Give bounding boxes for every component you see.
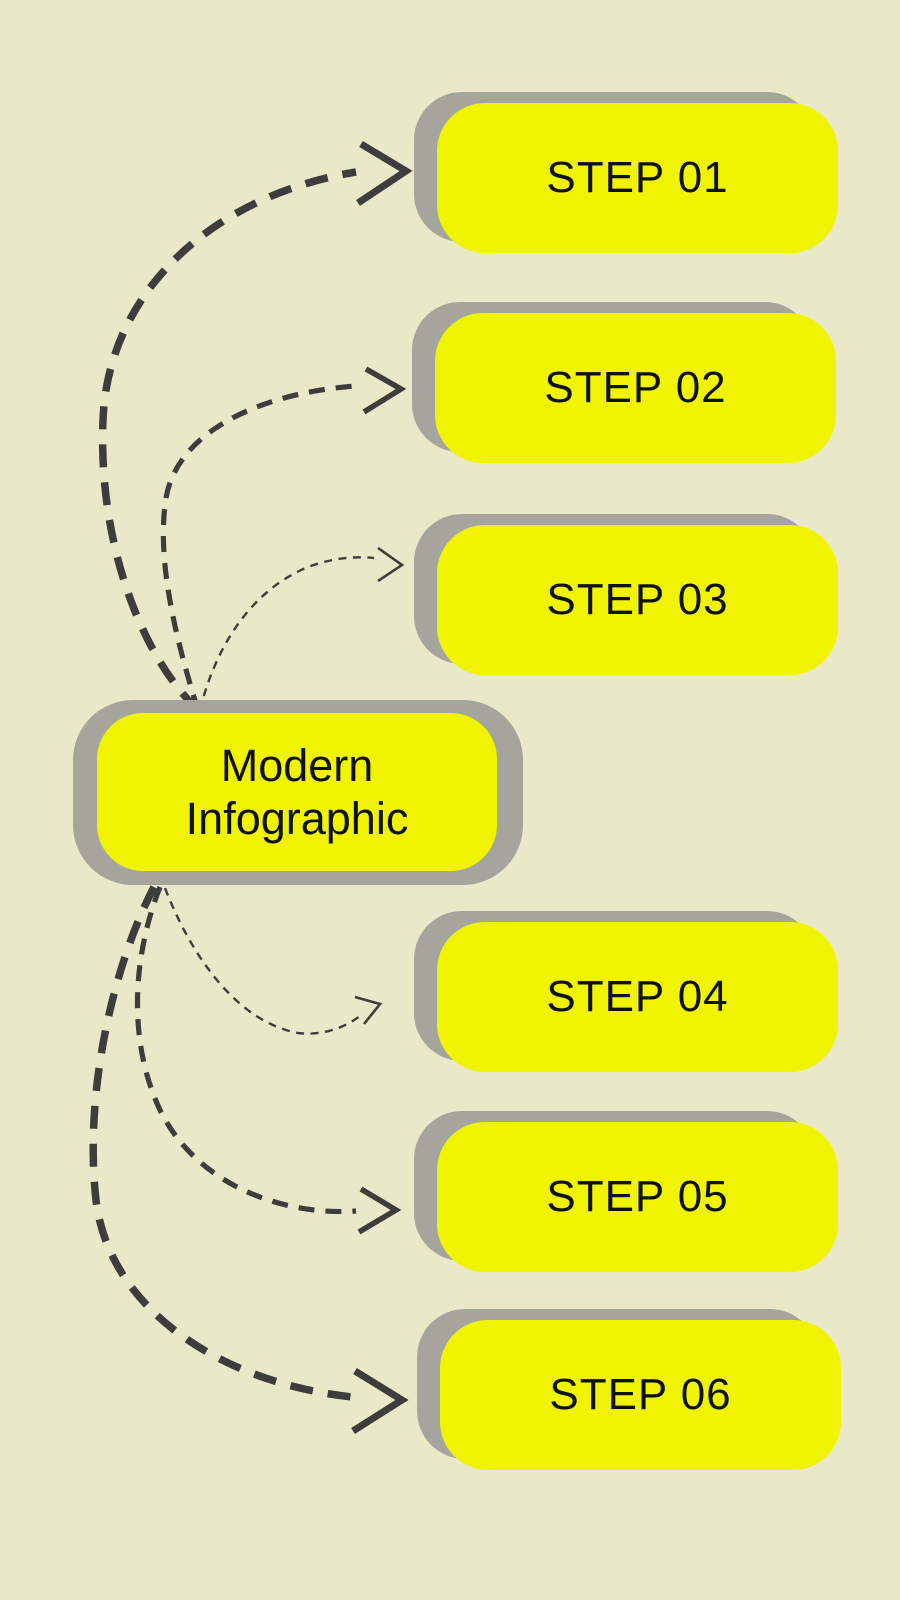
step-box-06: STEP 06 xyxy=(417,1309,841,1470)
step-box-04: STEP 04 xyxy=(414,911,838,1072)
arrow-to-step-03 xyxy=(198,546,405,711)
step-label-06: STEP 06 xyxy=(549,1370,732,1419)
step-box-03-face: STEP 03 xyxy=(437,525,838,675)
arrowhead-icon-step-03 xyxy=(377,546,405,583)
step-box-03: STEP 03 xyxy=(414,514,838,675)
step-box-04-face: STEP 04 xyxy=(437,922,838,1072)
center-node-face: Modern Infographic xyxy=(97,713,497,871)
arrowhead-icon-step-04 xyxy=(354,995,383,1025)
step-label-04: STEP 04 xyxy=(546,972,729,1021)
arrow-curve-step-03 xyxy=(198,556,375,711)
arrow-to-step-05 xyxy=(134,886,402,1235)
arrowhead-icon-step-01 xyxy=(356,140,413,206)
step-box-05-face: STEP 05 xyxy=(437,1122,838,1272)
center-title-line2: Infographic xyxy=(185,793,409,844)
arrow-to-step-06 xyxy=(89,885,409,1434)
step-box-02-face: STEP 02 xyxy=(435,313,836,463)
arrow-to-step-04 xyxy=(163,887,383,1035)
step-label-01: STEP 01 xyxy=(546,153,729,202)
step-label-05: STEP 05 xyxy=(546,1172,729,1221)
center-node: Modern Infographic xyxy=(73,700,523,885)
arrowhead-icon-step-02 xyxy=(362,366,407,415)
center-title-line1: Modern xyxy=(220,739,374,791)
step-label-03: STEP 03 xyxy=(546,575,729,624)
step-box-02: STEP 02 xyxy=(412,302,836,463)
arrow-curve-step-06 xyxy=(89,885,353,1401)
arrow-to-step-02 xyxy=(160,366,407,711)
step-box-06-face: STEP 06 xyxy=(440,1320,841,1470)
step-label-02: STEP 02 xyxy=(544,363,727,412)
arrowhead-icon-step-06 xyxy=(351,1368,409,1434)
arrow-to-step-01 xyxy=(98,140,413,713)
step-box-05: STEP 05 xyxy=(414,1111,838,1272)
arrow-curve-step-02 xyxy=(160,383,357,711)
step-box-01: STEP 01 xyxy=(414,92,838,253)
arrowhead-icon-step-05 xyxy=(357,1186,402,1235)
step-box-01-face: STEP 01 xyxy=(437,103,838,253)
arrow-curve-step-05 xyxy=(134,886,357,1215)
arrow-curve-step-04 xyxy=(163,887,361,1035)
arrow-curve-step-01 xyxy=(98,168,357,713)
